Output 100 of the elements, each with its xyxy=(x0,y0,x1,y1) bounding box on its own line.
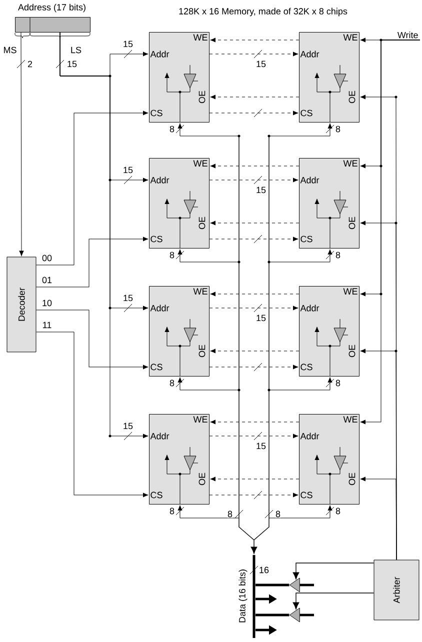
memory-chip: WE Addr OE CS xyxy=(299,414,360,504)
connector xyxy=(209,178,298,182)
buffer-triangle xyxy=(289,608,300,622)
edge-label: 15 xyxy=(122,40,134,48)
node-label: Addr xyxy=(150,432,170,440)
node-label: WE xyxy=(343,288,358,294)
signal-label: 16 xyxy=(258,566,270,574)
edge-label: 8 xyxy=(335,379,341,387)
node-label: CS xyxy=(300,110,312,116)
edge-label: 15 xyxy=(122,166,134,174)
connector xyxy=(36,236,148,288)
node-label: Addr xyxy=(300,304,320,312)
connector xyxy=(268,123,332,136)
memory-chip: WE Addr OE CS xyxy=(149,286,210,376)
node-label: OE xyxy=(348,90,356,104)
edge-label: 10 xyxy=(42,299,52,307)
connector xyxy=(178,123,240,136)
edge-label: 15 xyxy=(256,314,266,322)
memory-chip: WE Addr OE CS xyxy=(299,286,360,376)
node-label: Addr xyxy=(300,176,320,184)
connector xyxy=(36,332,148,498)
edge-label: 8 xyxy=(335,251,341,259)
memory-chip: WE Addr OE CS xyxy=(149,414,210,504)
signal-label: 15 xyxy=(66,60,78,68)
connector xyxy=(210,38,300,42)
signal-label: LS xyxy=(70,46,82,54)
arbiter-box: Arbiter xyxy=(374,560,420,620)
edge-label: 15 xyxy=(256,60,266,68)
memory-chip: WE Addr OE CS xyxy=(299,158,360,248)
connector xyxy=(60,32,148,438)
node-label: WE xyxy=(193,416,208,422)
edge-label: 15 xyxy=(122,294,134,302)
node-label: OE xyxy=(348,216,356,230)
edge-label: 15 xyxy=(256,442,266,450)
signal-label: 8 xyxy=(227,510,233,518)
edge-label: 2 xyxy=(27,60,33,68)
connector xyxy=(292,592,374,610)
edge-label: 8 xyxy=(335,507,341,515)
connector xyxy=(210,420,300,424)
connector xyxy=(238,136,270,554)
node-label: WE xyxy=(193,160,208,166)
connector xyxy=(210,292,300,296)
connector xyxy=(36,310,148,370)
connector xyxy=(19,32,24,256)
connector xyxy=(268,377,332,390)
node-label: CS xyxy=(300,236,312,242)
edge-label: 8 xyxy=(335,125,341,133)
connector xyxy=(210,220,300,226)
node-label: Addr xyxy=(150,304,170,312)
connector xyxy=(178,505,240,518)
node-label: CS xyxy=(150,364,162,370)
memory-chip: WE Addr OE CS xyxy=(299,32,360,122)
node-label: OE xyxy=(198,344,206,358)
connector xyxy=(300,584,314,586)
node-label: Addr xyxy=(300,432,320,440)
node-label: CS xyxy=(300,364,312,370)
connector xyxy=(209,364,298,370)
connector xyxy=(300,614,314,616)
connector xyxy=(360,476,397,560)
node-label: OE xyxy=(348,344,356,358)
node-label: WE xyxy=(343,416,358,422)
connector xyxy=(292,562,374,580)
connector xyxy=(36,110,148,266)
connector xyxy=(209,306,298,310)
edge-label: 15 xyxy=(256,186,266,194)
connector xyxy=(268,505,332,518)
decoder-box: Decoder xyxy=(6,256,36,352)
connector xyxy=(209,110,298,116)
edge-label: 8 xyxy=(169,379,175,387)
memory-chip: WE Addr OE CS xyxy=(149,32,210,122)
connector xyxy=(209,434,298,438)
connector xyxy=(178,377,240,390)
node-label: OE xyxy=(198,90,206,104)
edge-label: 00 xyxy=(42,254,52,262)
edge-label: 8 xyxy=(169,507,175,515)
node-label: CS xyxy=(150,492,162,498)
connector xyxy=(209,492,298,498)
edge-label: 01 xyxy=(42,276,52,284)
node-label: OE xyxy=(198,216,206,230)
node-label: CS xyxy=(150,236,162,242)
buffer-triangle xyxy=(289,578,300,592)
memory-chip: WE Addr OE CS xyxy=(149,158,210,248)
node-label: CS xyxy=(150,110,162,116)
connector xyxy=(360,40,420,424)
node-label: Address (17 bits) xyxy=(18,4,86,12)
node-label: CS xyxy=(300,492,312,498)
node-label: Addr xyxy=(150,176,170,184)
connector xyxy=(210,164,300,168)
address-register: Address (17 bits) xyxy=(15,4,90,32)
node-label: WE xyxy=(193,34,208,40)
connector xyxy=(256,614,290,616)
connector xyxy=(178,249,240,262)
signal-label: 8 xyxy=(275,510,281,518)
node-label: OE xyxy=(348,472,356,486)
connector xyxy=(256,584,290,586)
connector xyxy=(209,52,298,56)
node-label: WE xyxy=(343,160,358,166)
edge-label: 8 xyxy=(169,125,175,133)
node-label: WE xyxy=(343,34,358,40)
node-label: OE xyxy=(198,472,206,486)
